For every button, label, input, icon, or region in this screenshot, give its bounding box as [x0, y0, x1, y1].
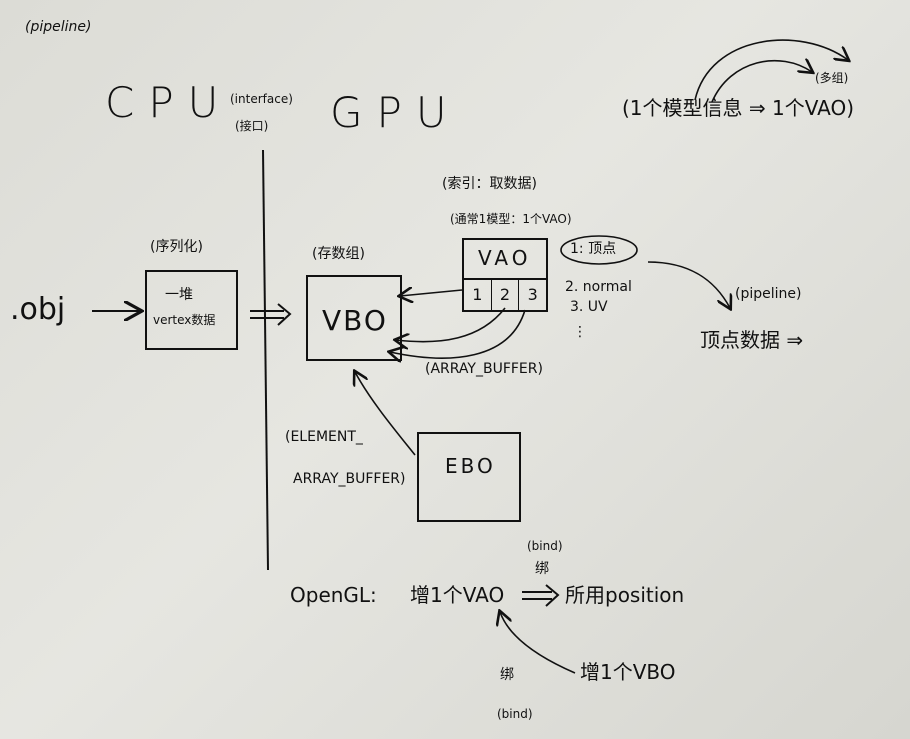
obj-label: .obj	[10, 292, 66, 327]
ebo-note-line1: (ELEMENT_	[285, 429, 363, 445]
vao-slot3-to-vbo-arrow	[390, 309, 526, 358]
vao-slot1-to-vbo-arrow	[400, 290, 463, 296]
bind-cn-bottom: 绑	[500, 667, 514, 683]
vertex-circle	[560, 235, 638, 265]
vao-slot-2: 2	[492, 280, 520, 310]
pipeline-note: (pipeline)	[735, 286, 802, 302]
attr-uv: 3. UV	[570, 299, 608, 315]
multi-arc-outer	[694, 39, 848, 101]
opengl-prefix: OpenGL:	[290, 583, 377, 607]
serialize-box: 一堆 vertex数据	[145, 270, 238, 350]
vao-divider	[464, 278, 546, 280]
ebo-to-vbo-arrow	[355, 372, 416, 456]
bind-note-bottom: (bind)	[497, 707, 533, 721]
vbo-box: VBO	[306, 275, 402, 361]
pipeline-note-top: (pipeline)	[25, 19, 92, 35]
ebo-box: EBO	[417, 432, 521, 522]
cpu-gpu-divider	[262, 149, 269, 571]
attr-more: ⋮	[573, 324, 587, 340]
model-vao-note: (1个模型信息 ⇒ 1个VAO)	[622, 96, 855, 120]
add-vbo-label: 增1个VBO	[580, 660, 676, 684]
array-buffer-label: (ARRAY_BUFFER)	[425, 361, 543, 377]
multi-arc-inner	[711, 61, 812, 103]
vao-index-note: (索引：取数据)	[442, 176, 537, 192]
serialize-to-vbo-arrow	[250, 303, 292, 326]
vertex-data-label: 顶点数据 ⇒	[700, 328, 804, 352]
vbo-label: VBO	[322, 304, 388, 337]
attr-to-pipeline-arrow	[647, 261, 730, 308]
attr-normal: 2. normal	[565, 279, 632, 295]
interface-cn-label: (接口)	[235, 119, 269, 133]
bind-note-top: (bind)	[527, 539, 563, 553]
serialize-line1: 一堆	[165, 287, 193, 303]
cpu-title: CPU	[105, 78, 233, 127]
used-position-label: 所用position	[565, 583, 685, 607]
vao-slots: 1 2 3	[464, 280, 546, 310]
vao-usually-note: (通常1模型：1个VAO)	[450, 212, 572, 226]
gpu-title: GPU	[330, 88, 461, 137]
ebo-label: EBO	[445, 454, 496, 478]
bind-cn-top: 绑	[535, 561, 549, 577]
vao-slot-1: 1	[464, 280, 492, 310]
vao-bind-arrow	[522, 584, 560, 607]
vbo-bind-arrow	[500, 612, 576, 674]
attr-vertex: 1: 顶点	[570, 241, 617, 257]
vbo-note: (存数组)	[312, 246, 365, 262]
vao-slot2-to-vbo-arrow	[396, 307, 506, 342]
vao-slot-3: 3	[527, 285, 538, 304]
vao-box: VAO 1 2 3	[462, 238, 548, 312]
serialize-line2: vertex数据	[153, 313, 216, 327]
ebo-note-line2: ARRAY_BUFFER)	[293, 471, 406, 487]
vao-label: VAO	[478, 246, 532, 270]
add-vao-label: 增1个VAO	[410, 583, 505, 607]
serialize-note: (序列化)	[150, 239, 203, 255]
interface-label: (interface)	[230, 92, 293, 106]
multi-group-note: (多组)	[815, 71, 849, 85]
